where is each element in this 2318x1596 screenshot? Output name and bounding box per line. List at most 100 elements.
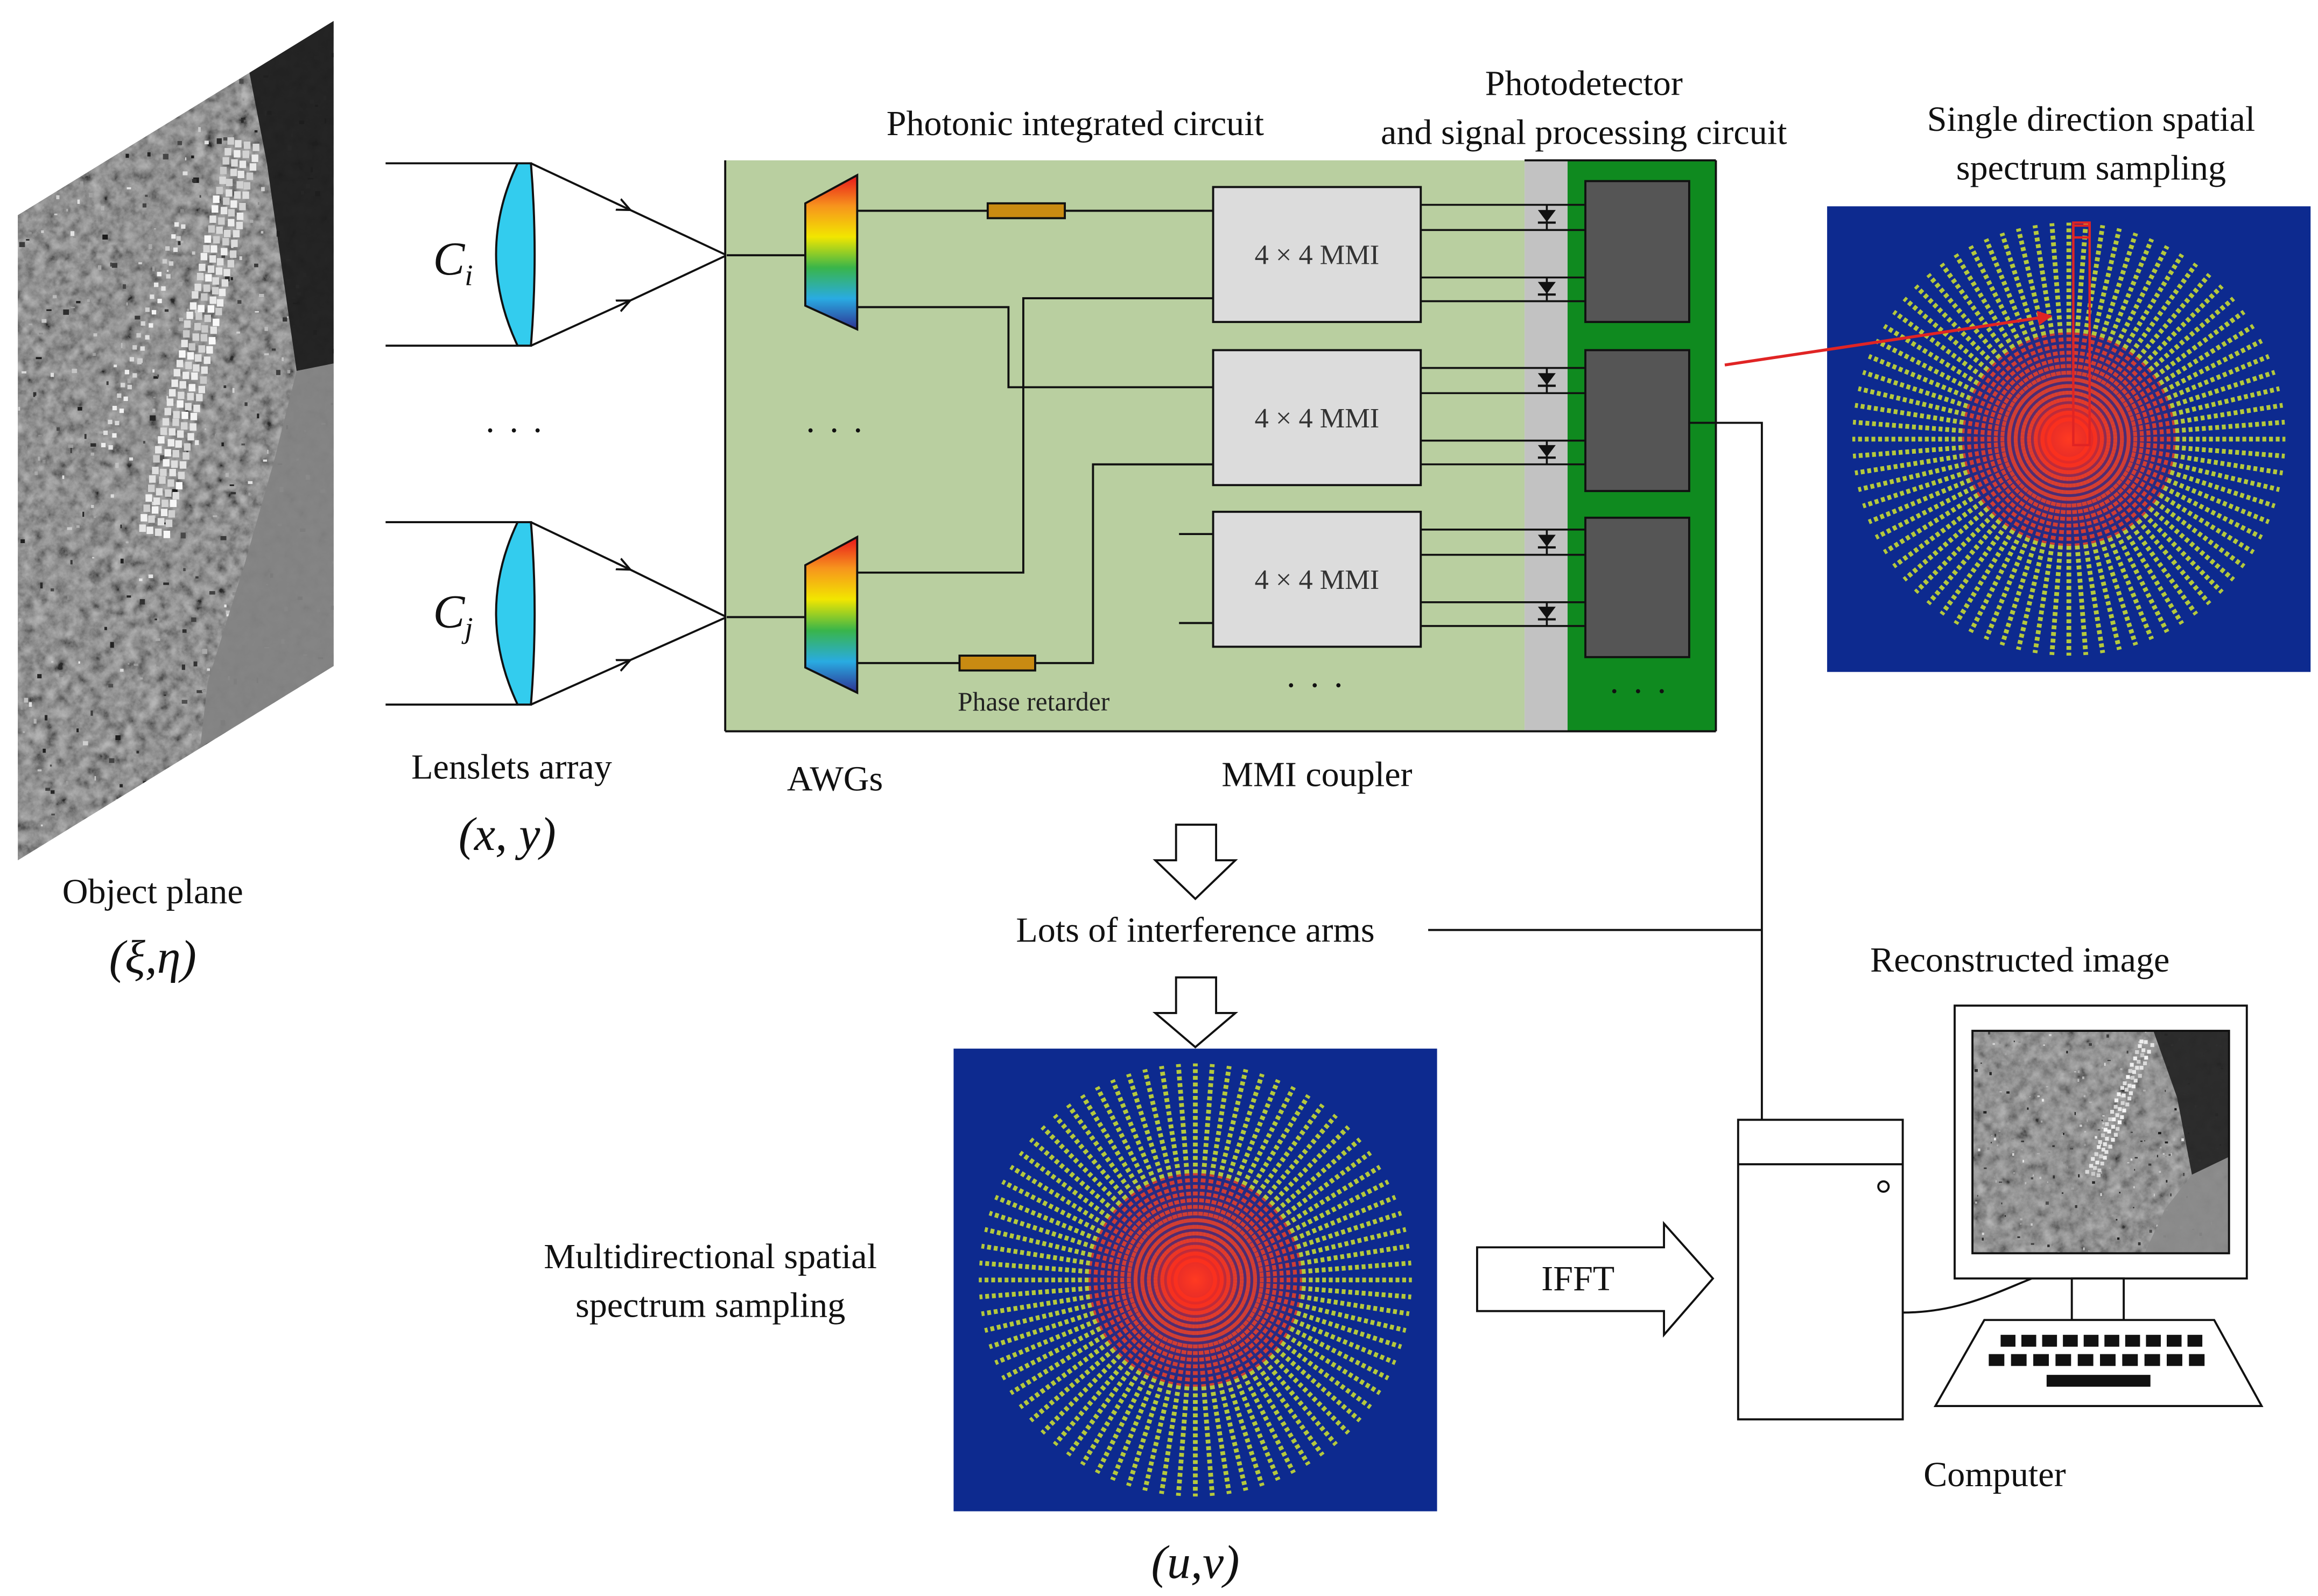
sampling-spoke-outer: [1858, 386, 1966, 417]
vegetation-patch: [51, 790, 55, 794]
building-patch: [158, 436, 165, 444]
ground-speck: [97, 265, 102, 270]
sampling-spoke-outer: [1293, 1194, 1396, 1242]
building-patch: [222, 238, 229, 245]
sampling-spoke-outer: [2015, 542, 2047, 650]
building-patch: [179, 381, 186, 389]
converging-ray: [630, 254, 727, 301]
ground-speck: [185, 157, 187, 160]
ground-speck: [2021, 1149, 2023, 1150]
building-patch: [181, 340, 188, 348]
sampling-spoke-outer: [1892, 310, 1984, 378]
ground-speck: [2160, 1172, 2161, 1175]
ground-speck: [91, 504, 94, 508]
building-patch: [209, 255, 216, 263]
multi-sampling-title-line2: spectrum sampling: [575, 1286, 845, 1325]
vegetation-patch: [2138, 1242, 2141, 1246]
lenslets-label: Lenslets array: [411, 748, 612, 787]
multi-sampling-title-line1: Multidirectional spatial: [544, 1237, 877, 1276]
vegetation-patch: [2131, 1131, 2133, 1133]
keyboard-key: [2021, 1334, 2036, 1347]
vegetation-patch: [108, 684, 114, 688]
ground-speck: [1994, 1138, 1996, 1141]
ground-speck: [72, 369, 77, 373]
lens-subscript: i: [465, 258, 473, 291]
ground-speck: [2084, 1143, 2086, 1147]
ground-speck: [113, 75, 117, 79]
vegetation-patch: [76, 728, 79, 733]
building-patch: [221, 248, 228, 256]
building-patch: [132, 345, 137, 350]
ground-speck: [80, 181, 83, 186]
vegetation-patch: [20, 539, 25, 543]
ground-speck: [88, 841, 90, 846]
building-patch: [141, 514, 147, 522]
vegetation-patch: [157, 374, 159, 378]
ground-speck: [93, 843, 95, 846]
building-patch: [166, 274, 171, 279]
phase-retarder-bottom: [958, 655, 1036, 672]
ground-speck: [1975, 1201, 1977, 1204]
ground-speck: [2162, 1153, 2165, 1155]
building-patch: [176, 236, 181, 241]
building-patch: [182, 371, 189, 379]
building-patch: [222, 157, 229, 165]
ground-speck: [2028, 1117, 2030, 1120]
ground-speck: [137, 573, 139, 578]
vegetation-patch: [230, 277, 233, 280]
ground-speck: [263, 459, 267, 462]
ground-speck: [240, 750, 244, 753]
building-patch: [153, 497, 160, 505]
building-patch: [166, 398, 174, 406]
sampling-spoke-outer: [1984, 238, 2031, 342]
building-patch: [153, 282, 159, 287]
mmi-coupler-label: MMI coupler: [1221, 755, 1412, 794]
monitor-screen-border: [1971, 1030, 2230, 1255]
building-patch: [200, 334, 208, 342]
lenslet-bottom: Cj: [385, 521, 727, 706]
converging-ray: [630, 209, 727, 256]
keyboard-key: [2166, 1334, 2182, 1347]
building-patch: [207, 305, 215, 313]
ground-speck: [125, 541, 129, 544]
building-patch: [152, 467, 159, 474]
building-patch: [137, 360, 142, 364]
sampling-spoke-outer: [2075, 223, 2089, 333]
tower-power-button: [1877, 1180, 1890, 1193]
ground-speck: [258, 293, 264, 298]
building-patch: [192, 333, 199, 341]
sampling-spoke-outer: [1241, 1086, 1296, 1186]
building-patch: [182, 452, 189, 460]
ground-speck: [2086, 1150, 2088, 1154]
ground-speck: [2133, 1186, 2135, 1189]
ground-speck: [2130, 1158, 2133, 1161]
ground-speck: [242, 99, 245, 101]
ground-speck: [179, 282, 183, 286]
ground-speck: [202, 649, 207, 654]
sampling-spoke-outer: [1159, 1065, 1181, 1175]
building-patch: [185, 362, 192, 369]
vegetation-patch: [2078, 1174, 2080, 1178]
building-patch: [101, 442, 106, 447]
ground-speck: [2051, 1078, 2053, 1081]
building-patch: [2093, 1166, 2097, 1170]
building-patch: [228, 209, 235, 217]
ground-speck: [94, 516, 96, 518]
ground-speck: [208, 526, 214, 529]
vegetation-patch: [2053, 1175, 2055, 1179]
building-patch: [223, 230, 231, 237]
ground-speck: [122, 548, 125, 553]
building-patch: [183, 330, 190, 338]
building-patch: [165, 246, 170, 251]
building-patch: [2139, 1066, 2144, 1070]
ground-speck: [261, 187, 265, 192]
building-patch: [165, 489, 172, 497]
vegetation-patch: [127, 595, 131, 598]
sampling-spoke-outer: [1852, 419, 1963, 433]
building-patch: [2112, 1117, 2116, 1122]
sampling-spoke-outer: [2166, 477, 2270, 524]
building-patch: [169, 389, 176, 397]
ground-speck: [70, 231, 75, 236]
building-patch: [184, 443, 191, 451]
building-patch: [2111, 1124, 2115, 1129]
